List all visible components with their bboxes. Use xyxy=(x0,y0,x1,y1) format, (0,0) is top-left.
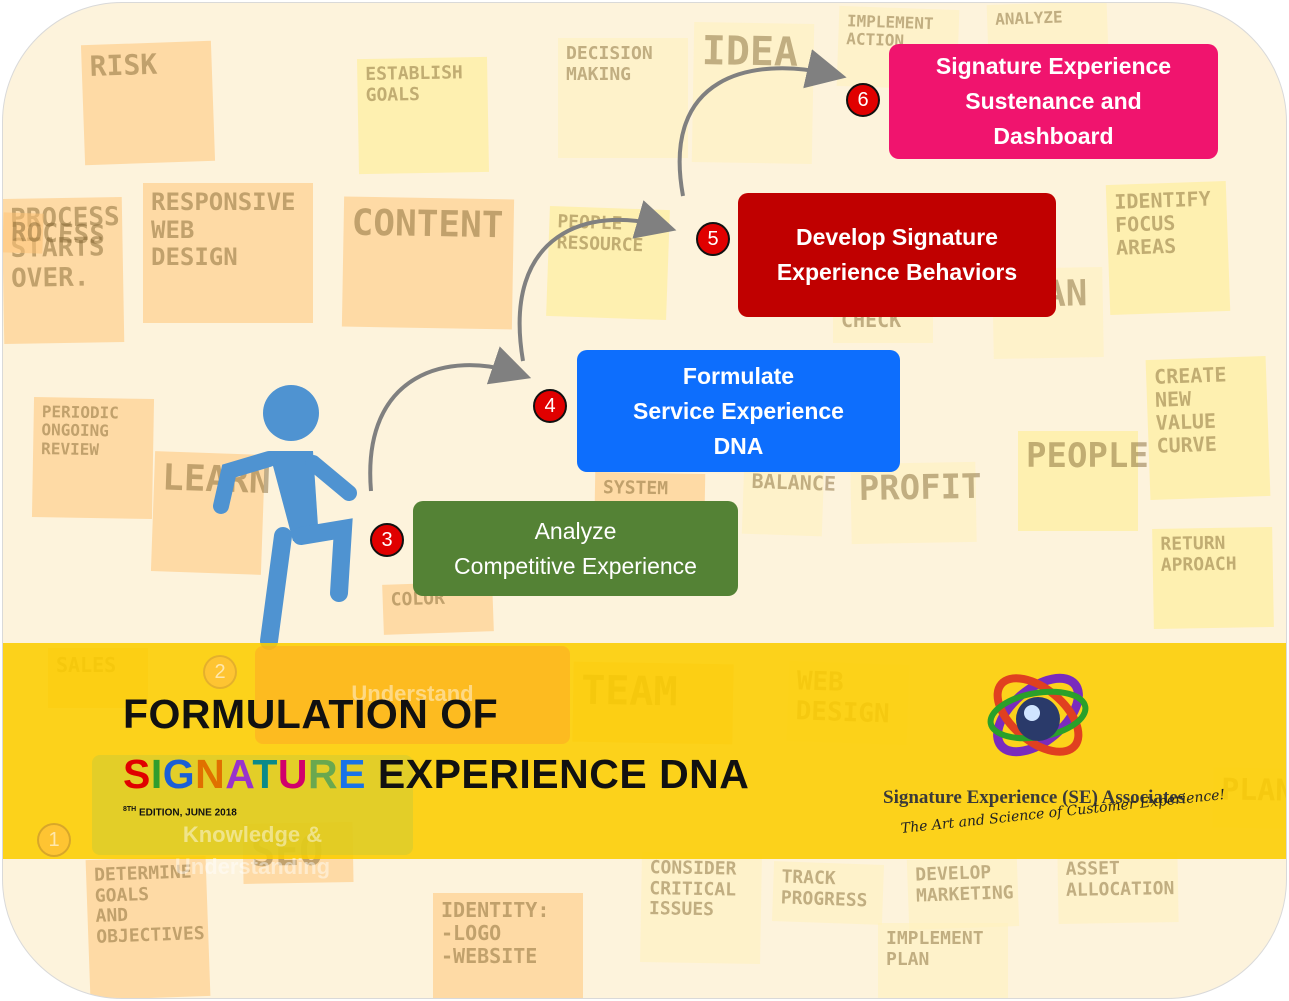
step-2-ghost-box: Understand xyxy=(255,646,570,744)
step-3-label: Analyze Competitive Experience xyxy=(454,517,697,579)
step-4-label: Formulate Service Experience DNA xyxy=(633,362,844,459)
arrow-4-to-5 xyxy=(517,200,677,362)
title-line-2: SIGNATURE EXPERIENCE DNA xyxy=(123,751,749,798)
arrow-5-to-6 xyxy=(677,49,847,197)
step-4-number: 4 xyxy=(544,394,556,417)
signature-letter: G xyxy=(162,751,196,797)
step-1-ghost-badge: 1 xyxy=(37,823,71,857)
step-3-number: 3 xyxy=(381,528,393,551)
se-orbit-logo-icon xyxy=(987,673,1089,757)
step-6-badge: 6 xyxy=(846,83,880,117)
signature-letter: A xyxy=(225,751,253,797)
sticky-note: DECISION MAKING xyxy=(558,38,688,158)
title-signature-word: SIGNATURE xyxy=(123,751,366,797)
signature-letter: T xyxy=(252,751,278,797)
signature-letter: U xyxy=(277,751,309,797)
step-6-label: Signature Experience Sustenance and Dash… xyxy=(935,53,1172,149)
signature-letter: R xyxy=(308,751,339,797)
brand-name: Signature Experience (SE) Associates xyxy=(883,787,1186,808)
edition-text: EDITION, JUNE 2018 xyxy=(136,807,237,819)
step-2-ghost-badge: 2 xyxy=(203,655,237,689)
step-2-ghost-label: Understand xyxy=(351,681,474,706)
step-4-box: Formulate Service Experience DNA xyxy=(577,350,900,472)
step-6-box: Signature Experience Sustenance and Dash… xyxy=(889,44,1218,159)
step-5-badge: 5 xyxy=(696,222,730,256)
step-2-ghost-number: 2 xyxy=(214,660,226,683)
sticky-note: IMPLEMENT PLAN xyxy=(878,923,1008,998)
title-line-1: FORMULATION OF xyxy=(123,691,499,737)
step-1-ghost-box: Knowledge & Understanding xyxy=(92,755,413,879)
walking-person-icon xyxy=(213,385,357,650)
signature-letter: S xyxy=(123,751,151,797)
step-3-badge: 3 xyxy=(370,523,404,557)
sticky-note: RESPONSIVE WEB DESIGN xyxy=(143,183,313,323)
signature-letter: E xyxy=(338,751,366,797)
step-1-ghost-label: Knowledge & Understanding xyxy=(174,822,331,879)
edition-label: 8TH EDITION, JUNE 2018 xyxy=(123,806,237,818)
step-3-box: Analyze Competitive Experience xyxy=(413,501,738,596)
title-line-2-rest: EXPERIENCE DNA xyxy=(365,751,750,797)
step-5-label: Develop Signature Experience Behaviors xyxy=(776,224,1018,285)
step-5-box: Develop Signature Experience Behaviors xyxy=(738,193,1056,317)
step-5-number: 5 xyxy=(707,227,719,250)
arrow-3-to-4 xyxy=(368,346,532,492)
signature-letter: I xyxy=(150,751,163,797)
step-4-badge: 4 xyxy=(533,389,567,423)
sticky-note: PEOPLE xyxy=(1018,431,1149,531)
edition-superscript: 8TH xyxy=(123,806,137,813)
step-6-number: 6 xyxy=(857,88,869,111)
step-1-ghost-number: 1 xyxy=(48,828,60,851)
sticky-note: IDENTITY: -LOGO -WEBSITE xyxy=(433,893,583,998)
signature-letter: N xyxy=(195,751,226,797)
